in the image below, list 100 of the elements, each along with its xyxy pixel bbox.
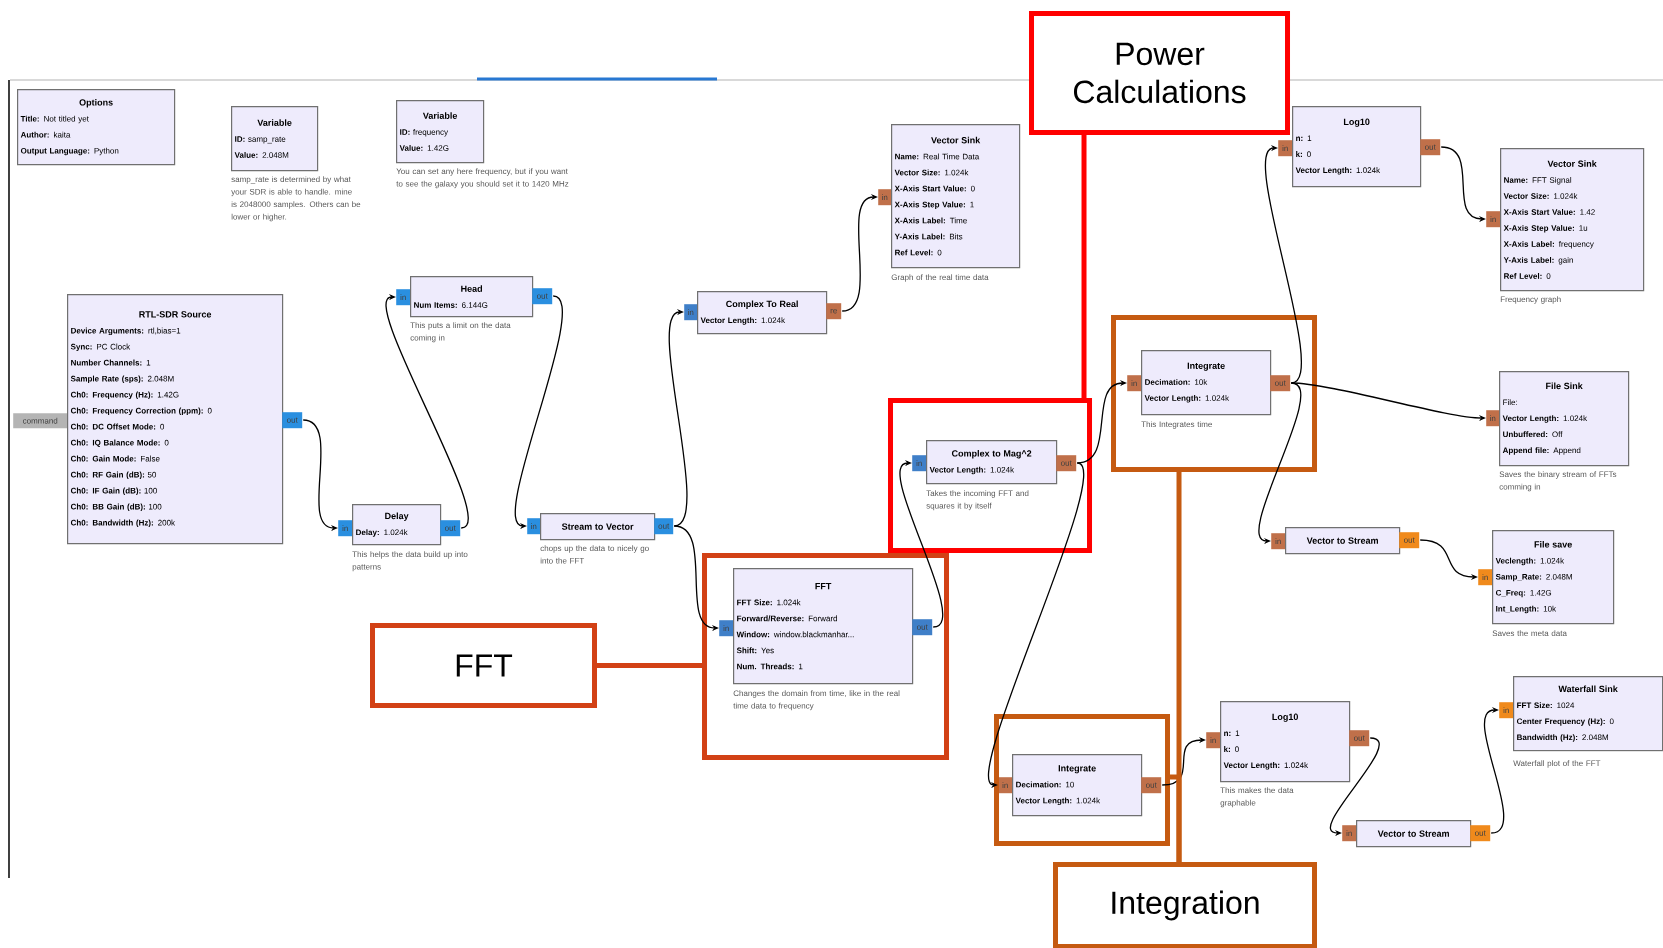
comment-text: This Integrates time [1141, 421, 1212, 429]
node-label: Ref Level: 0 [1504, 273, 1551, 279]
block-box: Log10 n: 1 k: 0 Vector Length: 1.024k out [1220, 701, 1370, 783]
port-tab: in [719, 620, 734, 637]
connector-line [1081, 135, 1087, 398]
comment-text: Frequency graph [1500, 296, 1561, 304]
node-label: File Sink [1546, 382, 1583, 390]
port-tab: in [338, 520, 353, 537]
node-label: Samp_Rate: 2.048M [1495, 573, 1572, 582]
port-tab: in [1478, 569, 1493, 586]
connection-arrow [668, 308, 688, 527]
node-label: Vector Sink [931, 136, 981, 144]
node-label: Ref Level: 0 [895, 249, 942, 256]
port-tab: in [1278, 140, 1293, 157]
connection-arrow [1264, 144, 1302, 384]
node-label: Bandwidth (Hz): 2.048M [1517, 734, 1608, 742]
callout-box: FFT [370, 623, 597, 708]
node-label: Vector Length: 1.024k [1502, 415, 1588, 423]
port-tab: out [532, 288, 553, 305]
node-label: X-Axis Step Value: 1 [894, 201, 974, 209]
node-label: File: [1503, 399, 1517, 406]
block-box: File save Veclength: 1.024k Samp_Rate: 2.048M C_Freq: 1.42G Int_Length: 10k [1492, 530, 1615, 625]
block-box: Stream to Vector out [540, 513, 674, 541]
port-tab: out [1349, 730, 1370, 747]
comment-text: Saves the binary stream of FFTs comming in [1499, 471, 1617, 492]
block-box: Options Title: Not titled yet Author: kaita Output Language: Python [17, 89, 176, 166]
node-label: X-Axis Step Value: 1u [1503, 225, 1588, 233]
port-tab: command [13, 413, 68, 429]
node-label: X-Axis Start Value: 0 [894, 185, 975, 192]
port-tab: out [1399, 532, 1420, 549]
block-box: Vector to Stream out [1285, 527, 1420, 555]
node-label: FFT Size: 1024 [1517, 702, 1575, 709]
node-label: Vector Sink [1547, 160, 1597, 167]
comment-text: Takes the incoming FFT and squares it by itself [926, 490, 1029, 511]
comment-text: This makes the data graphable [1220, 787, 1294, 808]
comment-text: Saves the meta data [1492, 630, 1567, 637]
connector-line [597, 663, 702, 668]
block-box: Complex to Mag^2 Vector Length: 1.024k out [926, 440, 1077, 485]
port-tab: out [912, 619, 933, 636]
node-label: File save [1534, 541, 1572, 548]
node-label: Int_Length: 10k [1496, 605, 1557, 614]
port-tab: in [878, 189, 892, 206]
port-tab: in [1271, 533, 1286, 550]
comment-text: samp_rate is determined by what your SDR is able to handle. mine is 2048000 samples. Others can be lower or higher. [231, 176, 361, 222]
callout-box: Power Calculations [1029, 11, 1290, 135]
port-tab: in [1486, 410, 1500, 427]
block-box: Delay Delay: 1.024k out [352, 504, 461, 546]
port-tab: out [1141, 777, 1162, 794]
node-label: Unbuffered: Off [1503, 431, 1563, 438]
highlight-frame [702, 553, 949, 760]
port-tab: in [1499, 702, 1514, 719]
port-tab: in [396, 289, 411, 306]
block-box: File Sink File: Vector Length: 1.024k Unbuffered: Off Append file: Append [1499, 371, 1630, 467]
comment-text: Graph of the real time data [891, 274, 989, 282]
block-box: RTL-SDR Source Device Arguments: rtl,bias=1 Sync: PC Clock Number Channels: 1 Sample Rate (sps): 2.048M Ch0: Frequency (Hz): 1.42G Ch0: Frequency Correction (ppm): 0 Ch0: DC Offset Mode: 0 Ch0: IQ Balance Mode: 0 Ch0: Gain Mode: False Ch0: RF Gain (dB): 50 Ch0: IF Gain (dB): 100 Ch0: BB Gain (dB): 100 Ch0: Bandwidth (Hz): 200k out [67, 294, 303, 545]
port-tab: out [1420, 139, 1441, 156]
block-box: FFT FFT Size: 1.024k Forward/Reverse: Forward Window: window.blackmanhar... Shift: Yes Num. Threads: 1 out [733, 568, 933, 685]
highlight-frame [888, 398, 1092, 553]
port-tab: in [912, 455, 927, 472]
node-label: X-Axis Label: frequency [1503, 241, 1594, 249]
comment-text: Changes the domain from time, like in the real time data to frequency [733, 690, 900, 711]
port-tab: out [1470, 825, 1491, 842]
highlight-frame [1111, 315, 1317, 472]
port-tab: re [826, 303, 842, 320]
block-box: Variable ID: samp_rate Value: 2.048M [231, 106, 319, 172]
callout-box: Integration [1053, 862, 1317, 948]
node-label: Append file: Append [1502, 447, 1581, 455]
node-label: Waterfall Sink [1558, 685, 1618, 693]
connection-arrow [1161, 736, 1206, 786]
port-tab: in [684, 304, 698, 321]
connection-arrow [1076, 379, 1127, 464]
node-label: Vector Size: 1.024k [894, 169, 969, 176]
block-box: Head Num Items: 6.144G out [410, 276, 553, 318]
block-box: Vector Sink Name: FFT Signal Vector Size: 1.024k X-Axis Start Value: 1.42 X-Axis Step Value: 1u X-Axis Label: frequency Y-Axis Label: gain Ref Level: 0 [1500, 148, 1645, 292]
comment-text: chops up the data to nicely go into the FFT [540, 545, 649, 564]
node-label: Name: Real Time Data [895, 153, 980, 160]
port-tab: out [654, 518, 674, 535]
port-tab: in [1342, 825, 1357, 842]
comment-text: This helps the data build up into patterns [352, 551, 468, 572]
connection-arrow [385, 293, 469, 529]
comment-text: Waterfall plot of the FFT [1513, 760, 1601, 768]
node-label: Center Frequency (Hz): 0 [1516, 718, 1614, 726]
port-tab: out [1056, 455, 1077, 472]
port-tab: in [527, 518, 541, 535]
node-label: C_Freq: 1.42G [1495, 589, 1552, 598]
port-tab: out [1270, 375, 1291, 392]
block-box: Complex To Real Vector Length: 1.024k re [697, 291, 842, 335]
node-label: Name: FFT Signal [1504, 177, 1572, 185]
comment-text: This puts a limit on the data coming in [410, 322, 511, 343]
node-label: X-Axis Start Value: 1.42 [1503, 209, 1595, 215]
node-label: Y-Axis Label: Bits [894, 233, 963, 240]
highlight-frame [994, 714, 1170, 846]
port-tab: in [1206, 732, 1221, 749]
node-label: Vector Size: 1.024k [1503, 193, 1578, 199]
node-label: Veclength: 1.024k [1495, 557, 1565, 566]
port-tab: out [282, 412, 303, 429]
connector-line [1170, 774, 1182, 862]
block-box: Integrate Decimation: 10k Vector Length: 1.024k out [1141, 350, 1291, 416]
port-tab: in [1486, 211, 1501, 228]
node-label: Y-Axis Label: gain [1503, 257, 1573, 265]
